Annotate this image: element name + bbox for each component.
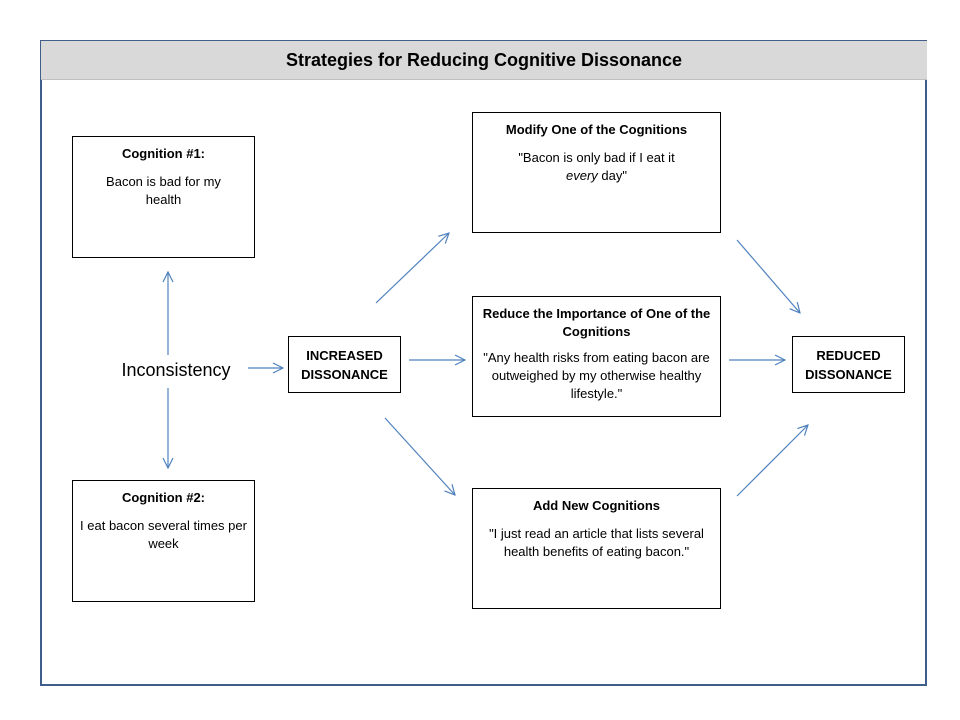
cognition-2-box: Cognition #2: I eat bacon several times …: [72, 480, 255, 602]
reduce-importance-box: Reduce the Importance of One of the Cogn…: [472, 296, 721, 417]
arrow-increased-to-add: [384, 417, 455, 495]
inconsistency-label: Inconsistency: [121, 360, 231, 380]
modify-text-start: "Bacon is only bad if I eat it: [518, 150, 675, 165]
arrow-increased-to-modify: [375, 233, 449, 304]
increased-dissonance-label: INCREASED DISSONANCE: [301, 347, 388, 382]
modify-text-emphasis: every: [566, 168, 598, 183]
reduce-heading: Reduce the Importance of One of the Cogn…: [482, 306, 711, 339]
add-text: "I just read an article that lists sever…: [489, 526, 704, 559]
reduced-dissonance-label: REDUCED DISSONANCE: [805, 347, 892, 382]
arrow-modify-to-reduced: [736, 239, 800, 313]
add-heading: Add New Cognitions: [532, 498, 661, 513]
diagram-title: Strategies for Reducing Cognitive Disson…: [41, 41, 927, 80]
modify-heading: Modify One of the Cognitions: [505, 122, 688, 137]
modify-text: "Bacon is only bad if I eat it every day…: [479, 149, 714, 185]
cognition-2-text: I eat bacon several times per week: [80, 518, 247, 551]
cognition-1-box: Cognition #1: Bacon is bad for my health: [72, 136, 255, 258]
add-cognitions-box: Add New Cognitions "I just read an artic…: [472, 488, 721, 609]
increased-dissonance-box: INCREASED DISSONANCE: [288, 336, 401, 393]
reduce-text: "Any health risks from eating bacon are …: [483, 350, 710, 401]
modify-text-end: day": [597, 168, 627, 183]
reduced-dissonance-box: REDUCED DISSONANCE: [792, 336, 905, 393]
cognition-1-text: Bacon is bad for my health: [106, 174, 221, 207]
cognition-1-heading: Cognition #1:: [121, 146, 206, 161]
modify-cognition-box: Modify One of the Cognitions "Bacon is o…: [472, 112, 721, 233]
cognition-2-heading: Cognition #2:: [121, 490, 206, 505]
arrow-add-to-reduced: [736, 425, 808, 497]
